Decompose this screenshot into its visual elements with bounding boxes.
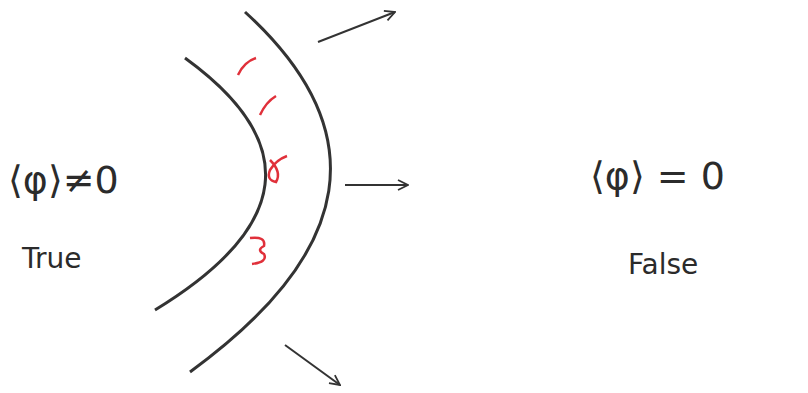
vacuum-label: False bbox=[628, 250, 698, 281]
particle-mark bbox=[250, 238, 265, 264]
expansion-arrow bbox=[345, 184, 408, 186]
expansion-arrow bbox=[285, 345, 340, 385]
field-value: ⟨φ⟩≠0 bbox=[8, 160, 119, 202]
particle-mark bbox=[269, 156, 287, 182]
wall-outer-edge bbox=[190, 12, 330, 372]
field-value: ⟨φ⟩ = 0 bbox=[590, 156, 725, 198]
particle-mark bbox=[260, 96, 276, 115]
wall-inner-edge bbox=[155, 58, 266, 310]
particle-mark bbox=[238, 58, 256, 75]
expansion-arrow bbox=[318, 12, 395, 42]
vacuum-label: True bbox=[22, 244, 81, 275]
